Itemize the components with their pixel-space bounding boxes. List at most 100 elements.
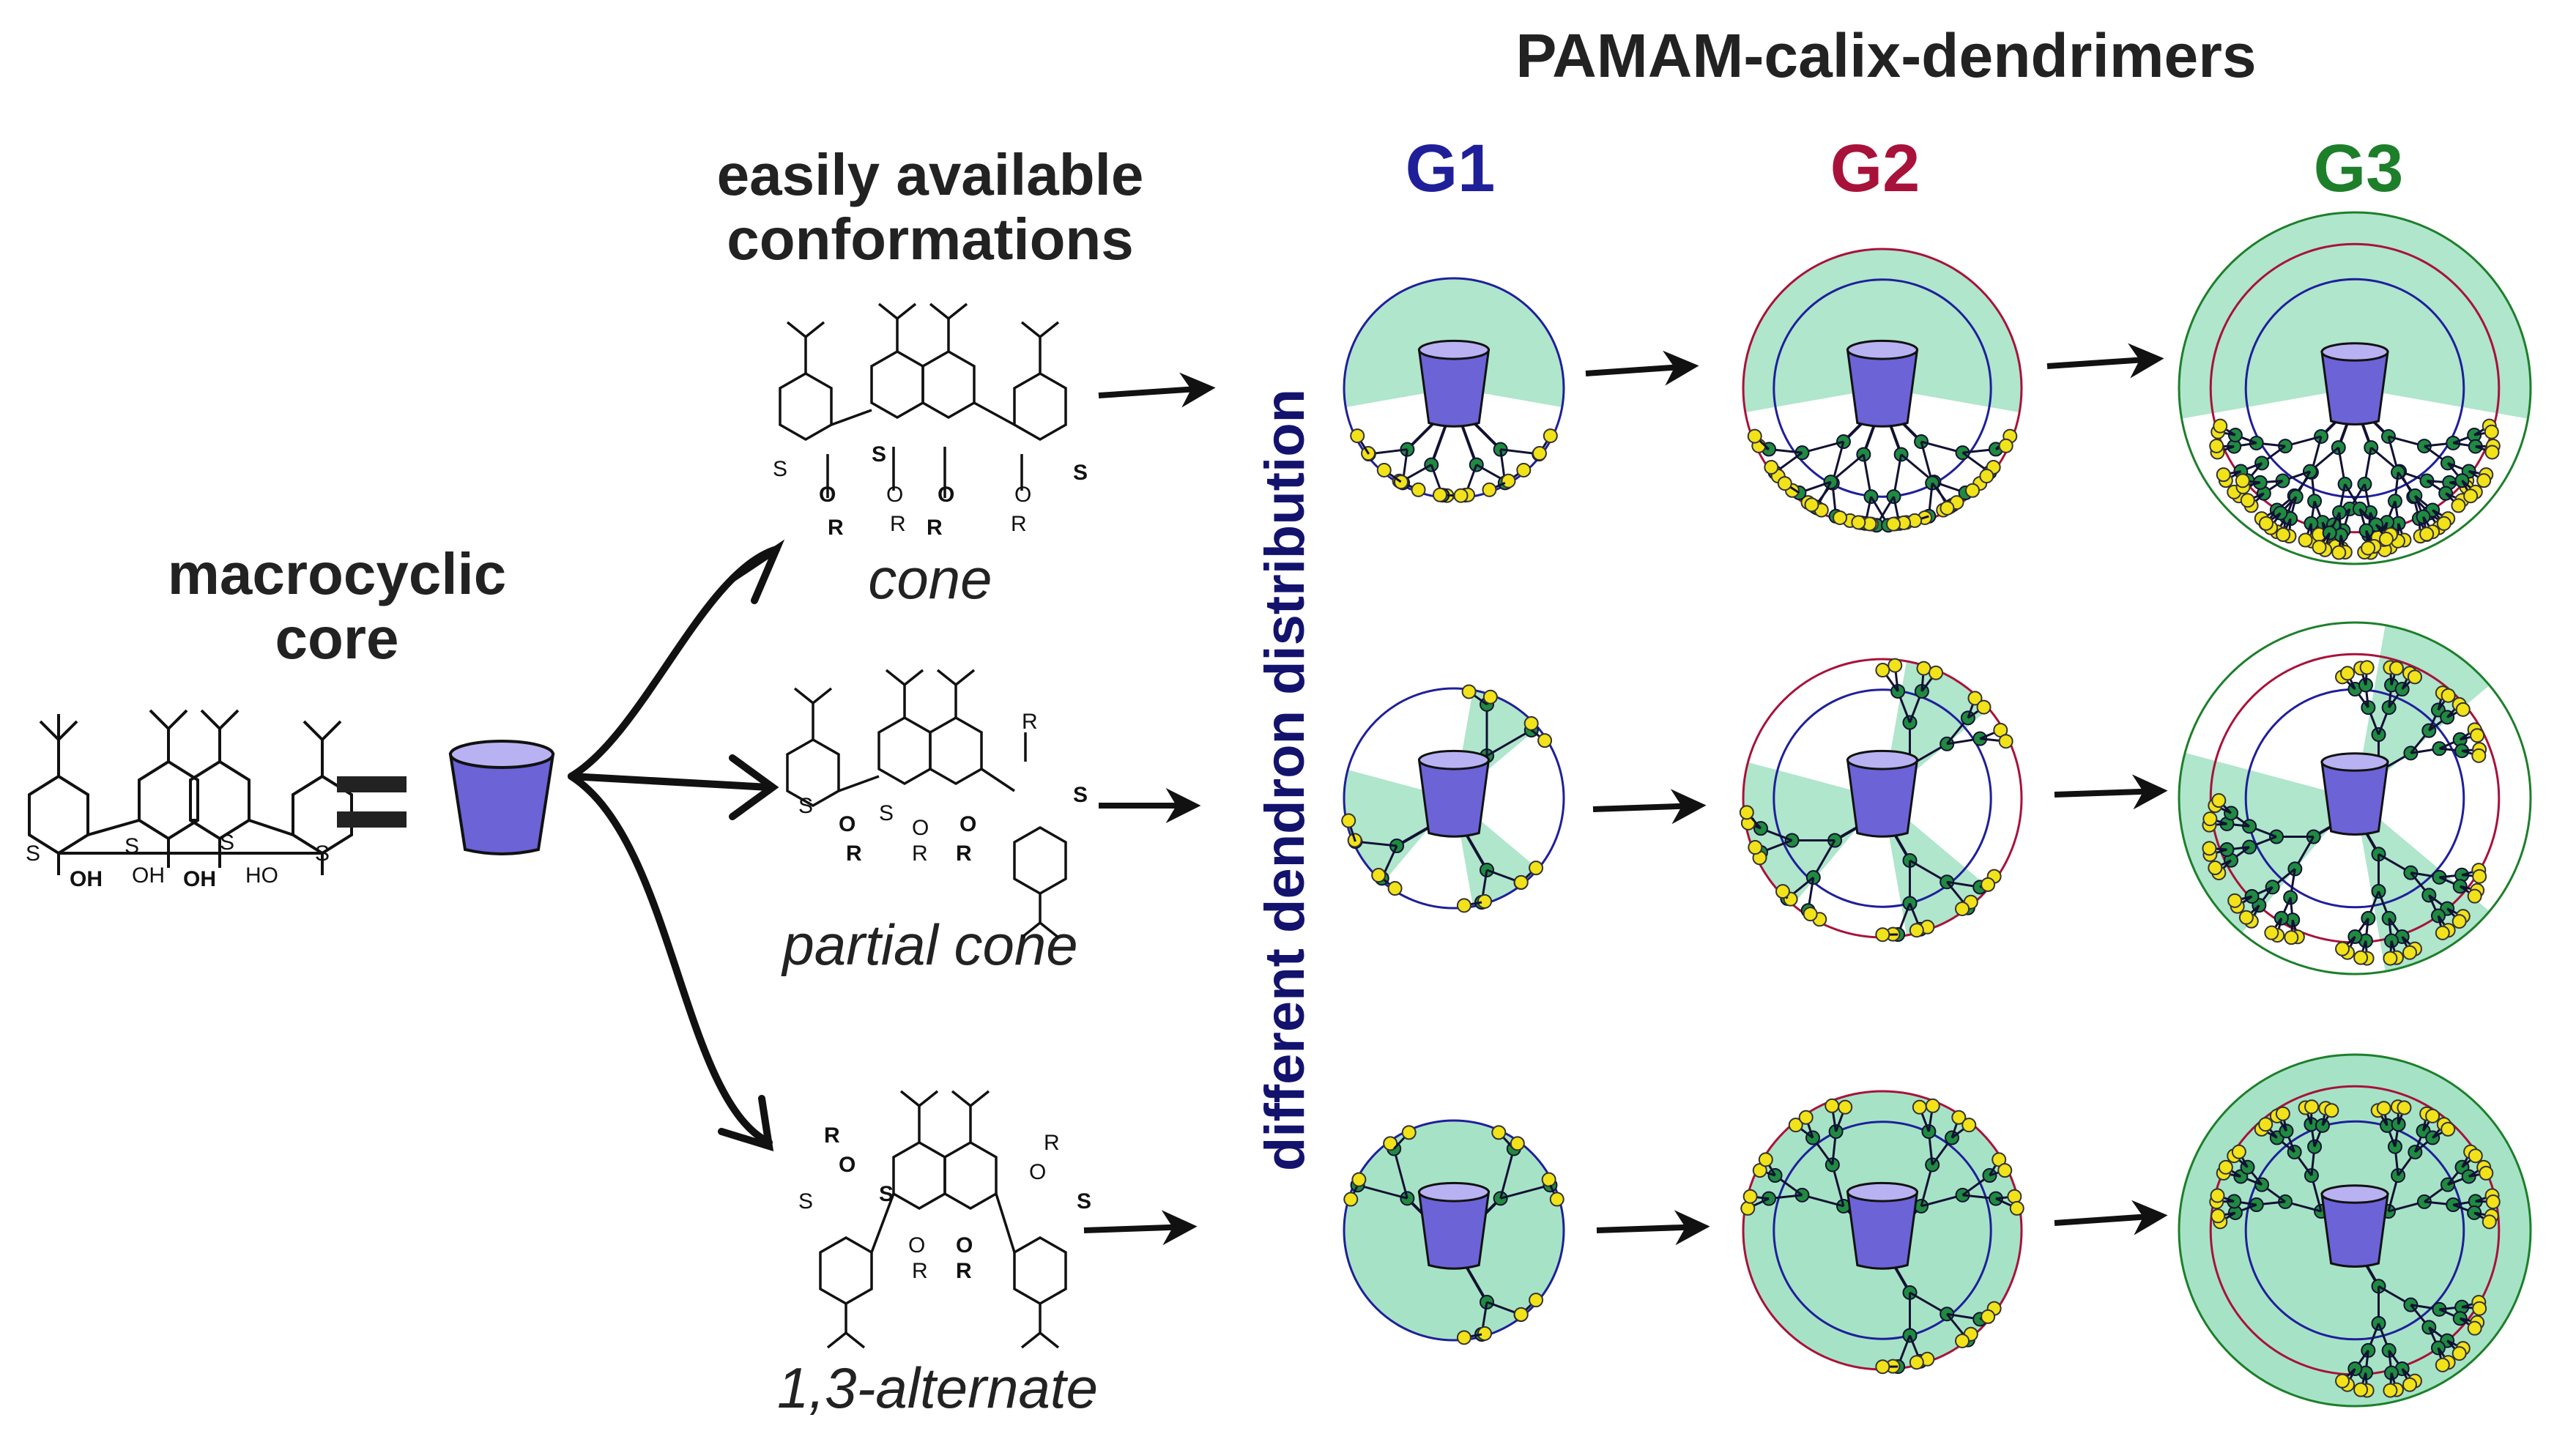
atom-label-r: R (956, 1259, 972, 1283)
terminal-group (1838, 1099, 1853, 1115)
terminal-group (2470, 728, 2485, 743)
terminal-group (1764, 460, 1779, 475)
terminal-group (2202, 841, 2217, 856)
terminal-group (1998, 734, 2013, 749)
terminal-group (1909, 923, 1924, 938)
dendrimer-core-cup (2320, 351, 2389, 426)
terminal-group (1803, 907, 1818, 922)
atom-label-s: S (315, 841, 330, 866)
atom-label-o: O (938, 483, 954, 507)
terminal-group (1951, 1110, 1967, 1125)
atom-label-r: R (846, 841, 862, 866)
terminal-group (2007, 1189, 2022, 1204)
terminal-group (1955, 901, 1970, 916)
terminal-group (2276, 527, 2291, 543)
terminal-group (1411, 482, 1426, 497)
dendrimer-core-cup-rim (2320, 752, 2389, 772)
terminal-group (2216, 467, 2231, 483)
terminal-group (2331, 545, 2347, 560)
terminal-group (2485, 1194, 2501, 1210)
dendrimer-core-cup (2320, 761, 2389, 836)
atom-label-o: O (912, 816, 929, 840)
terminal-group (1477, 893, 1493, 909)
atom-label-s: S (125, 834, 139, 858)
terminal-group (2353, 950, 2369, 965)
dendron-bond (1357, 1183, 1408, 1200)
terminal-group (2258, 516, 2274, 531)
terminal-group (1742, 1189, 1758, 1204)
dendrimer-core-cup-rim (1418, 749, 1490, 770)
terminal-group (2472, 869, 2487, 884)
atom-label-r: R (890, 512, 906, 536)
terminal-group (1456, 1330, 1471, 1345)
generation-ring-g1 (1343, 277, 1565, 499)
terminal-group (1516, 462, 1532, 477)
terminal-group (1532, 446, 1547, 461)
atom-label-o: O (839, 812, 855, 836)
terminal-group (2455, 702, 2471, 717)
terminal-group (1912, 1099, 1927, 1115)
terminal-group (1513, 874, 1529, 890)
terminal-group (1916, 661, 1931, 676)
terminal-group (1979, 469, 1994, 484)
alternate-structure (819, 1090, 1067, 1349)
dendrimer-core-cup (2320, 1193, 2389, 1268)
cone-atom-labels: S S S O R O R O R O R (773, 442, 1088, 540)
conformations-heading-line1: easily available (716, 142, 1144, 207)
dendrimer-core-cup-rim (2320, 1184, 2389, 1204)
terminal-group (1387, 881, 1403, 896)
atom-label-s: S (879, 1182, 894, 1206)
terminal-group (2388, 661, 2404, 676)
conformations-heading: easily available conformations (645, 143, 1216, 272)
terminal-group (1875, 1359, 1890, 1375)
terminal-group (1529, 861, 1544, 876)
terminal-group (1529, 1293, 1544, 1308)
atom-label-o: O (956, 1233, 973, 1257)
atom-label-r: R (828, 516, 844, 540)
atom-label-r: R (927, 516, 943, 540)
terminal-group (1981, 1309, 1996, 1324)
dendrimer-core-cup (1846, 1191, 1919, 1270)
dendrimer-core-cup-rim (1846, 749, 1918, 770)
terminal-group (2482, 1214, 2497, 1230)
terminal-group (2340, 666, 2356, 681)
dendrimer-core-cup (1417, 349, 1491, 428)
core-cup-icon (448, 740, 555, 855)
dendron-bond (1486, 729, 1532, 757)
dendrimer-panels (1341, 211, 2532, 1408)
terminal-group (1929, 665, 1944, 680)
partial-cone-atom-labels: S S S R O R O R O R (798, 710, 1088, 866)
core-atom-labels: S S S S OH OH OH HO (26, 830, 330, 891)
terminal-group (2353, 1382, 2369, 1397)
dendron-bond (1392, 1148, 1408, 1199)
terminal-group (2463, 488, 2479, 504)
terminal-group (1393, 475, 1408, 490)
terminal-group (1940, 500, 1955, 516)
generation-ring-g3 (2178, 621, 2532, 976)
terminal-group (2451, 914, 2467, 929)
terminal-group (2361, 540, 2376, 556)
terminal-group (2213, 418, 2228, 434)
dendron-sector (1743, 762, 1882, 905)
dendrimer-core-cup (1417, 1191, 1491, 1270)
terminal-group (2359, 660, 2375, 675)
terminal-group (1775, 884, 1790, 899)
atom-label-o: O (819, 483, 836, 507)
generation-ring-g1 (2244, 278, 2465, 499)
terminal-group (1482, 482, 1497, 497)
dendrimer-core-cup-rim (2320, 342, 2389, 362)
dendrimer-core-cup (1846, 349, 1919, 428)
atom-label-s: S (26, 841, 40, 866)
terminal-group (1453, 488, 1469, 503)
terminal-group (2009, 1200, 2024, 1216)
dendrimer-core-cup-rim (1846, 1181, 1918, 1203)
terminal-group (2264, 925, 2279, 940)
generation-label-g1: G1 (1405, 131, 1496, 206)
terminal-group (2258, 1117, 2274, 1132)
generation-ring-g1 (1343, 687, 1565, 910)
generation-ring-g3 (2178, 211, 2532, 565)
terminal-group (1967, 691, 1983, 706)
terminal-group (1833, 510, 1848, 525)
generation-ring-g1 (2244, 1120, 2465, 1341)
